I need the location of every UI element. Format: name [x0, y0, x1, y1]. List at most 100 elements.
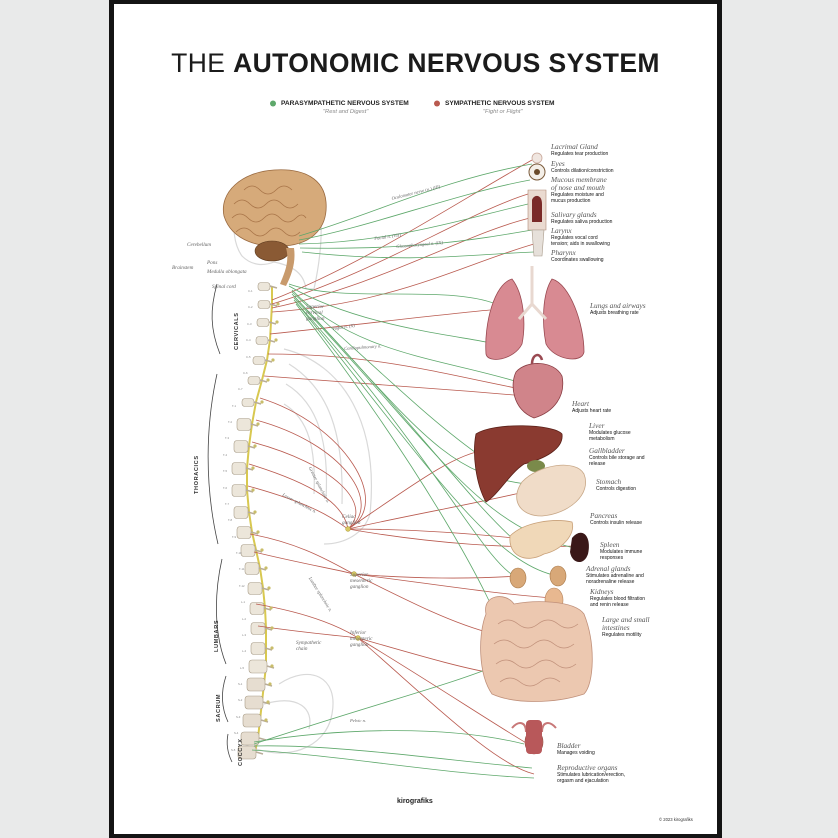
- region-brackets: [207, 283, 233, 763]
- vertebra: [252, 356, 266, 365]
- label-cerebellum: Cerebellum: [187, 242, 212, 248]
- vertebra-label: L-3: [242, 632, 247, 637]
- spinous-process: [250, 531, 259, 535]
- sympathetic-ganglion: [260, 548, 264, 552]
- organ-label-reproductive: Reproductive organs Stimulates lubricati…: [557, 764, 643, 785]
- vertebra-label: S-5: [231, 747, 236, 752]
- sympathetic-nerve: [253, 551, 355, 575]
- sympathetic-nerve: [267, 353, 517, 389]
- sympathetic-ganglion: [256, 530, 260, 534]
- sympathetic-nerve: [251, 441, 357, 530]
- sympathetic-ganglion: [253, 510, 257, 514]
- cerebellum: [254, 240, 290, 262]
- vertebra-label: T-5: [223, 469, 228, 474]
- spinous-process: [264, 683, 273, 687]
- sympathetic-nerve: [353, 573, 555, 599]
- spinous-process: [269, 285, 278, 289]
- oral-cavity: [532, 195, 542, 222]
- organ-desc: Regulates blood filtration and renin rel…: [590, 596, 646, 608]
- organ-label-pancreas: Pancreas Controls insulin release: [590, 511, 642, 527]
- organ-title: Stomach: [596, 477, 622, 486]
- spinous-process: [258, 737, 267, 741]
- parasympathetic-legend-dot: [270, 100, 276, 107]
- brainstem: [280, 248, 295, 286]
- vertebra: [257, 282, 271, 291]
- vertebra-label: S-1: [238, 682, 243, 687]
- organ-title: Salivary glands: [551, 210, 597, 219]
- brain-illustration: [222, 169, 327, 286]
- label-superior-mesenteric-ganglion: Superior mesenteric ganglion: [350, 572, 373, 590]
- organ-desc: Regulates moisture and mucus production: [551, 192, 604, 204]
- sympathetic-ganglion: [266, 378, 270, 382]
- spinous-process: [266, 665, 275, 669]
- poster: THE AUTONOMIC NERVOUS SYSTEM PARASYMPATH…: [114, 4, 717, 834]
- spinous-process: [247, 445, 256, 449]
- sympathetic-ganglion: [276, 302, 280, 306]
- sympathetic-ganglion: [268, 682, 272, 686]
- sympathetic-nerve: [249, 533, 355, 575]
- vertebra: [247, 376, 261, 385]
- intestines-illustration: [480, 596, 593, 702]
- parasympathetic-nerve: [288, 283, 497, 305]
- label-celiac-ganglion: Celiac ganglion: [342, 514, 361, 526]
- spinous-process: [267, 339, 276, 343]
- spinous-process: [254, 549, 263, 553]
- gallbladder-illustration: [527, 460, 545, 472]
- organ-desc: Controls bile storage and release: [589, 455, 645, 467]
- left-kidney-illustration: [509, 567, 527, 589]
- organ-title: Large and small intestines: [602, 615, 650, 632]
- larynx-illustration: [531, 229, 545, 257]
- sacrum-bracket: [222, 675, 229, 723]
- organ-title: Pharynx: [551, 248, 576, 257]
- vertebra-label: T-9: [232, 534, 237, 539]
- brain-folds: [231, 185, 307, 237]
- rib-line: [283, 403, 315, 495]
- thoracic-bracket: [207, 373, 219, 545]
- vertebra-label: L-4: [242, 649, 247, 654]
- parasympathetic-nerve: [301, 251, 535, 259]
- sympathetic-ganglion: [253, 444, 257, 448]
- organ-title: Heart: [572, 399, 590, 408]
- vertebra-label: C-6: [243, 370, 248, 375]
- sympathetic-ganglion: [269, 606, 273, 610]
- organ-title: Larynx: [551, 226, 572, 235]
- organ-title: Bladder: [557, 741, 581, 750]
- parasympathetic-nerve: [291, 291, 487, 461]
- sympathetic-nerve: [247, 485, 349, 530]
- sympathetic-ganglion: [270, 626, 274, 630]
- vertebra-label: T-10: [236, 551, 242, 556]
- coccyx-bracket: [226, 733, 233, 763]
- rib-line: [288, 363, 343, 505]
- organ-label-intestines: Large and small intestines Regulates mot…: [602, 615, 660, 639]
- organ-title: Pancreas: [590, 511, 618, 520]
- organ-desc: Controls digestion: [596, 486, 637, 492]
- sympathetic-ganglion: [275, 320, 279, 324]
- intestine-folds: [493, 619, 579, 687]
- prevertebral-ganglion: [351, 571, 357, 577]
- spinous-process: [245, 467, 254, 471]
- parasympathetic-nerve: [298, 179, 531, 241]
- sympathetic-nerve: [248, 463, 349, 530]
- vertebra-label: T-6: [223, 485, 228, 490]
- vertebra: [242, 713, 262, 728]
- organ-desc: Stimulates lubrication/erection, orgasm …: [557, 772, 626, 784]
- parasympathetic-nerve: [298, 203, 529, 245]
- vertebra-label: C-1: [248, 289, 253, 293]
- vertebra-label: C-7: [238, 387, 243, 392]
- pancreas-illustration: [509, 520, 574, 559]
- right-kidney-illustration: [549, 565, 567, 587]
- organ-label-lacrimal: Lacrimal Gland Regulates tear production: [551, 143, 608, 158]
- spinous-process: [264, 647, 273, 651]
- organ-illustrations: [474, 152, 593, 755]
- organ-label-liver: Liver Modulates glucose metabolism: [589, 422, 647, 443]
- pelvis-outline: [243, 673, 334, 754]
- brand-logo-text: kirografiks: [397, 798, 433, 805]
- vertebra: [256, 318, 270, 327]
- stomach-illustration: [516, 464, 586, 517]
- organ-label-mucous: Mucous membrane of nose and mouth Regula…: [551, 176, 613, 205]
- organ-label-adrenal: Adrenal glands Stimulates adrenaline and…: [586, 565, 648, 586]
- organ-desc: Modulates immune responses: [600, 549, 643, 561]
- parasympathetic-nerve: [295, 301, 559, 577]
- organ-label-larynx: Larynx Regulates vocal cord tension; aid…: [551, 226, 611, 248]
- liver-illustration: [474, 425, 563, 503]
